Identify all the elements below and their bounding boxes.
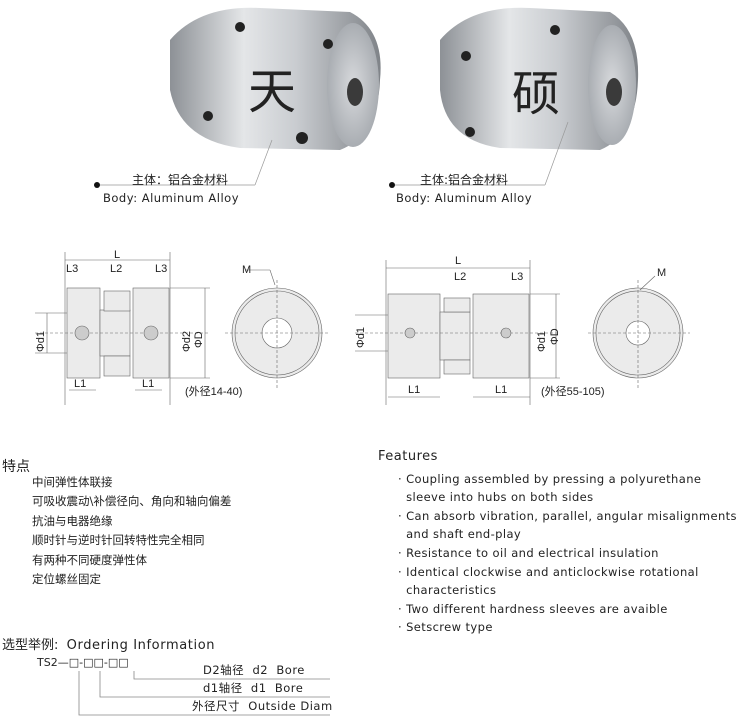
ordering-title-cn: 选型举例: xyxy=(2,638,59,653)
list-item: · Two different hardness sleeves are ava… xyxy=(398,602,668,616)
material-cn-1: 主体：铝合金材料 xyxy=(132,173,229,187)
material-en-2: Body: Aluminum Alloy xyxy=(396,191,533,205)
drawing-large xyxy=(355,260,690,405)
ordering-label-d1: d1轴径 d1 Bore xyxy=(203,681,304,695)
ordering-title: 选型举例: Ordering Information xyxy=(2,634,215,653)
coupling-photo-2: 硕 xyxy=(440,7,639,151)
svg-text:Φd1: Φd1 xyxy=(355,327,367,348)
svg-text:Φd1: Φd1 xyxy=(536,331,548,352)
features-en-title: Features xyxy=(378,449,438,464)
svg-text:L1: L1 xyxy=(74,378,86,390)
list-item: 有两种不同硬度弹性体 xyxy=(32,553,147,567)
svg-text:ΦD: ΦD xyxy=(193,331,205,348)
list-item: 定位螺丝固定 xyxy=(32,572,101,586)
ordering-leader-lines xyxy=(78,671,330,716)
list-item: · Setscrew type xyxy=(398,620,493,634)
material-en-1: Body: Aluminum Alloy xyxy=(103,191,240,205)
svg-text:L1: L1 xyxy=(495,384,507,396)
svg-text:L1: L1 xyxy=(142,378,154,390)
svg-text:ΦD: ΦD xyxy=(549,328,561,345)
list-item: · Coupling assembled by pressing a polyu… xyxy=(398,472,702,486)
svg-text:L3: L3 xyxy=(511,271,523,283)
ordering-label-diam: 外径尺寸 Outside Diam xyxy=(192,699,333,713)
list-item: 可吸收震动\补偿径向、角向和轴向偏差 xyxy=(32,494,232,508)
list-item: · Identical clockwise and anticlockwise … xyxy=(398,565,699,579)
svg-text:M: M xyxy=(242,264,251,276)
ordering-code: TS2—□-□□-□□ xyxy=(37,656,129,669)
svg-text:硕: 硕 xyxy=(512,68,560,121)
svg-text:(外径55-105): (外径55-105) xyxy=(541,385,605,398)
svg-text:L1: L1 xyxy=(408,384,420,396)
ordering-title-en: Ordering Information xyxy=(66,638,216,653)
list-item: 抗油与电器绝缘 xyxy=(32,514,113,528)
coupling-photo-1: 天 xyxy=(170,7,381,151)
ordering-label-d2: D2轴径 d2 Bore xyxy=(203,663,305,677)
svg-text:L2: L2 xyxy=(454,271,466,283)
svg-text:(外径14-40): (外径14-40) xyxy=(185,385,242,398)
list-item: · Can absorb vibration, parallel, angula… xyxy=(398,509,737,523)
svg-text:L2: L2 xyxy=(110,263,122,275)
drawing-small xyxy=(35,252,330,405)
svg-text:M: M xyxy=(657,267,666,279)
svg-text:天: 天 xyxy=(248,66,296,119)
svg-text:L3: L3 xyxy=(66,263,78,275)
svg-text:L: L xyxy=(114,249,120,261)
list-item: · Resistance to oil and electrical insul… xyxy=(398,546,659,560)
svg-text:L: L xyxy=(455,255,461,267)
features-en-list: · Coupling assembled by pressing a polyu… xyxy=(0,0,741,634)
product-photos: 天 硕 xyxy=(94,7,639,188)
features-cn-title: 特点 xyxy=(2,459,30,475)
material-cn-2: 主体:铝合金材料 xyxy=(420,173,509,187)
list-item: sleeve into hubs on both sides xyxy=(398,490,594,504)
svg-text:Φd2: Φd2 xyxy=(181,331,193,352)
list-item: 中间弹性体联接 xyxy=(32,475,113,489)
svg-text:L3: L3 xyxy=(155,263,167,275)
svg-text:Φd1: Φd1 xyxy=(35,331,47,352)
list-item: and shaft end-play xyxy=(398,527,522,541)
list-item: characteristics xyxy=(398,583,497,597)
list-item: 顺时针与逆时针回转特性完全相同 xyxy=(32,533,205,547)
